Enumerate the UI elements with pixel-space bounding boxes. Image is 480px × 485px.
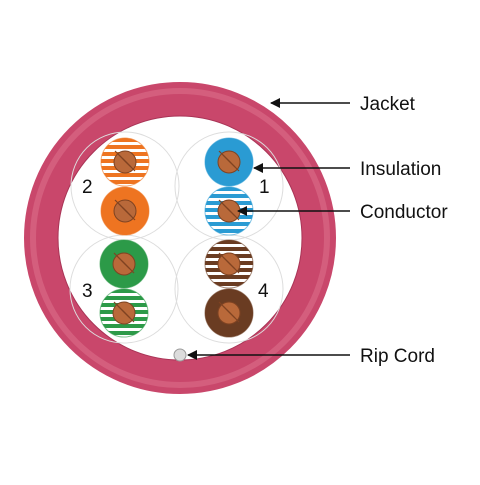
wire-orange-striped [100,137,150,187]
jacket [24,82,336,394]
wire-orange-solid [100,186,150,236]
pair-number-2: 2 [82,177,93,198]
stripe [205,222,253,226]
insulation-edge [204,239,254,289]
jacket-highlight [30,88,330,388]
stripe [101,145,149,149]
jacket-label: Jacket [360,94,416,115]
stripe [205,194,253,198]
stripe [100,331,148,335]
insulation-edge [99,288,149,338]
pair-number-4: 4 [258,281,269,302]
conductor-strand [226,207,240,221]
conductor-strand [226,309,240,323]
stripe [205,240,253,244]
copper-conductor [113,150,137,174]
copper-conductor [217,199,241,223]
wire-brown-solid [204,288,254,338]
jacket-ring [24,82,336,394]
conductor-strand [226,260,240,274]
pair-number-1: 1 [259,177,270,198]
stripe [101,180,149,184]
stripe [101,138,149,142]
stripe [205,275,253,279]
insulation-edge [204,137,254,187]
insulation-edge [100,186,150,236]
insulation-edge [100,137,150,187]
cable-core-area [57,115,303,361]
conductor-strand [226,158,240,172]
rip-cord-label: Rip Cord [360,346,435,367]
copper-conductor [217,252,241,276]
wire-green-striped [99,288,149,338]
conductor-label: Conductor [360,202,448,223]
copper-conductor [112,301,136,325]
stripe [205,247,253,251]
insulation-edge [99,239,149,289]
stripe [100,289,148,293]
copper-conductor [217,301,241,325]
conductor-strand [122,158,136,172]
conductor-strand [122,207,136,221]
stripe [205,282,253,286]
copper-conductor [112,252,136,276]
wire-green-solid [99,239,149,289]
conductor-strand [121,260,135,274]
conductor-strand [121,309,135,323]
wire-brown-striped [204,239,254,289]
rip-cord [173,348,187,362]
copper-conductor [217,150,241,174]
pair-number-3: 3 [82,281,93,302]
twisted-pair-wires [99,137,254,338]
insulation-edge [204,288,254,338]
wire-blue-striped [204,186,254,236]
stripe [205,229,253,233]
stripe [100,324,148,328]
copper-conductor [113,199,137,223]
stripe [205,187,253,191]
wire-blue-solid [204,137,254,187]
stripe [101,173,149,177]
stripe [100,296,148,300]
leader-arrows [187,98,350,360]
insulation-label: Insulation [360,159,441,180]
